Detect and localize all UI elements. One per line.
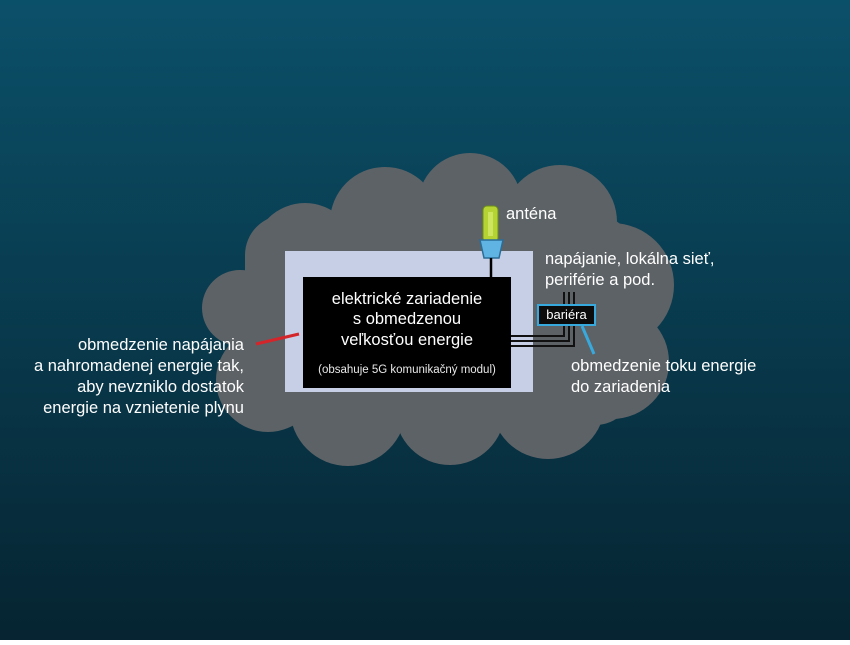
power-limit-pointer — [255, 332, 300, 346]
barrier-pointer — [580, 325, 596, 355]
device-title-line-3: veľkosťou energie — [340, 330, 474, 349]
power-limit-line-1: obmedzenie napájania — [77, 336, 244, 354]
power-peripherals-line-2: periférie a pod. — [545, 271, 656, 289]
antenna-icon — [479, 205, 504, 278]
energy-flow-limit-line-2: do zariadenia — [571, 378, 671, 396]
power-limit-line-3: aby nevzniklo dostatok — [77, 378, 244, 396]
electrical-device: elektrické zariadenie s obmedzenou veľko… — [303, 277, 511, 388]
power-limit-line-2: a nahromadenej energie tak, — [33, 357, 244, 375]
power-wires — [511, 292, 575, 347]
power-limit-line-4: energie na vznietenie plynu — [43, 399, 244, 417]
device-subtitle: (obsahuje 5G komunikačný modul) — [318, 364, 496, 377]
energy-flow-limit-label: obmedzenie toku energie do zariadenia — [571, 356, 756, 398]
power-limit-label: obmedzenie napájania a nahromadenej ener… — [34, 335, 244, 419]
device-title-line-2: s obmedzenou — [352, 310, 462, 329]
device-title-line-1: elektrické zariadenie — [331, 289, 483, 308]
power-peripherals-line-1: napájanie, lokálna sieť, — [545, 250, 715, 268]
energy-flow-limit-line-1: obmedzenie toku energie — [571, 357, 757, 375]
device-title: elektrické zariadenie s obmedzenou veľko… — [332, 289, 482, 351]
antenna-label: anténa — [506, 205, 557, 223]
power-peripherals-label: napájanie, lokálna sieť, periférie a pod… — [545, 249, 714, 291]
barrier-box: bariéra — [537, 304, 596, 326]
